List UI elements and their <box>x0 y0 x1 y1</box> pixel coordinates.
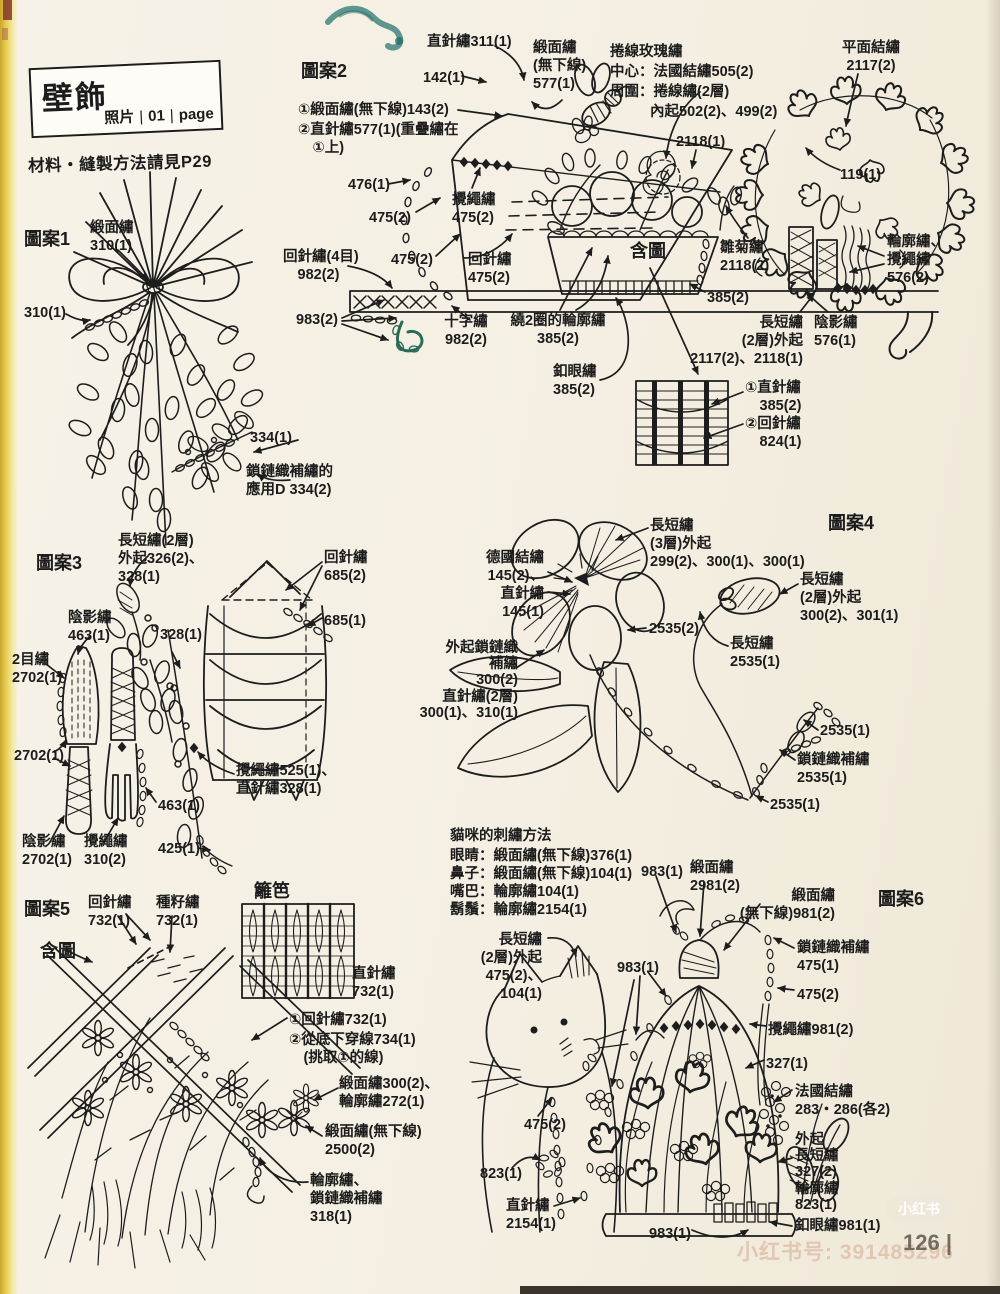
header-box: 壁飾 照片|01|page <box>28 59 224 139</box>
pattern1-bouquet <box>66 171 266 546</box>
materials-note: 材料・縫製方法請見P29 <box>27 152 213 176</box>
bee <box>574 62 629 127</box>
page-number: 126 | <box>903 1230 952 1255</box>
page-right-edge <box>986 0 1000 1294</box>
page-bottom-edge <box>520 1286 1000 1294</box>
vine-and-grapes <box>581 1051 780 1213</box>
pattern2-shelf-scene <box>349 62 977 466</box>
pitcher <box>400 113 733 302</box>
cloche <box>202 560 335 801</box>
cat <box>469 945 629 1233</box>
photo-label: 照片 <box>103 108 135 127</box>
chain-curl <box>391 320 424 353</box>
trowel <box>56 645 100 835</box>
pattern5-fence-garden <box>27 902 361 1269</box>
corner-stamp-mark <box>2 28 8 40</box>
fence-swatch <box>241 902 355 1000</box>
long-chain <box>580 994 674 1202</box>
birdcage <box>580 900 797 1237</box>
small-bee <box>571 115 600 144</box>
page-word: page <box>178 105 215 124</box>
side-sprig <box>749 700 842 799</box>
beaded-sprig <box>171 410 254 482</box>
shelf <box>349 290 939 360</box>
pattern3-garden-tools <box>56 560 335 876</box>
right-bush <box>758 1080 850 1206</box>
pattern4-pansy <box>449 518 842 801</box>
buttonhole-edging <box>713 1201 778 1223</box>
page-left-edge <box>0 0 18 1294</box>
ivy-wreath <box>735 74 977 314</box>
ink-scribble <box>325 5 404 51</box>
watermark-id: 小红书号: 391485296 <box>737 1241 954 1264</box>
chain-curls <box>167 1020 265 1204</box>
page-title: 壁飾 <box>41 78 109 117</box>
corner-stamp-mark <box>3 0 12 20</box>
flower-basket <box>531 148 743 295</box>
fence-rails <box>27 943 361 1193</box>
separator: | <box>169 106 175 125</box>
pattern6-cat-birdcage <box>469 900 850 1237</box>
photo-number: 01 <box>147 107 166 126</box>
beaded-handle <box>400 165 455 302</box>
photo-page-meta: 照片|01|page <box>104 102 214 128</box>
annotation-arrows <box>45 45 885 1238</box>
branches <box>61 1017 269 1239</box>
grass-roots <box>44 1179 217 1269</box>
daisies <box>70 1019 321 1139</box>
bud <box>692 577 781 797</box>
hanging-pots <box>788 194 878 296</box>
hand-fork <box>104 647 147 828</box>
xiaohongshu-badge: 小红书 <box>886 1196 952 1222</box>
woven-grid-swatch <box>635 380 729 466</box>
sprig-top <box>102 582 161 661</box>
separator: | <box>138 108 144 126</box>
hanging-chain <box>764 934 775 1002</box>
